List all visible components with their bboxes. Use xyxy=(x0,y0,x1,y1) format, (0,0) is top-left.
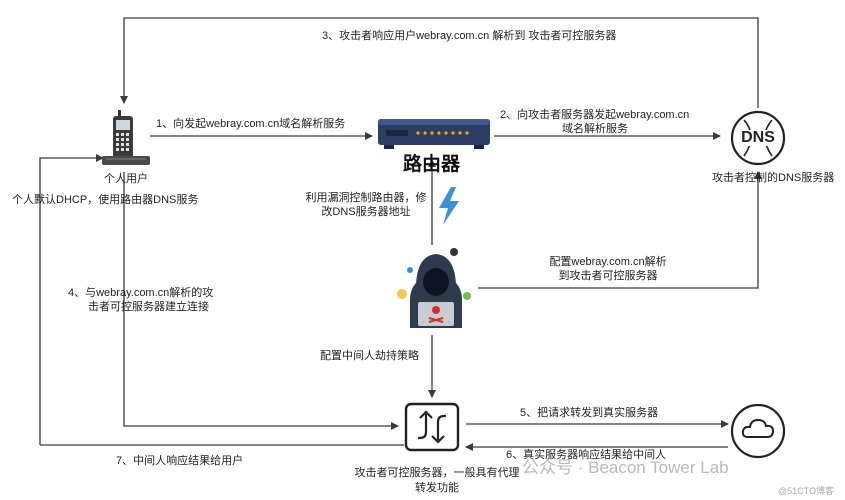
config-dns-note-line1: 配置webray.com.cn解析 xyxy=(549,256,667,268)
proxy-label-line1: 攻击者可控服务器，一般具有代理 xyxy=(354,467,520,479)
step4-label-line2: 击者可控服务器建立连接 xyxy=(88,301,209,313)
hacker-icon xyxy=(396,244,476,330)
dns-icon-text: DNS xyxy=(741,129,775,146)
arrow-step4 xyxy=(123,172,399,430)
watermark-main: 公众号 · Beacon Tower Lab xyxy=(522,458,729,477)
step7-label: 7、中间人响应结果给用户 xyxy=(116,455,244,467)
phone-icon xyxy=(102,110,150,166)
watermark-corner: @51CTO博客 xyxy=(778,486,834,496)
router-label: 路由器 xyxy=(403,154,461,175)
dns-globe-icon: DNS xyxy=(730,110,786,166)
arrow-config-dns xyxy=(478,171,762,289)
arrow-dhcp xyxy=(39,154,104,445)
exploit-note-line1: 利用漏洞控制路由器，修 xyxy=(305,192,427,204)
step6-label: 6、真实服务器响应结果给中间人 xyxy=(506,449,667,461)
cloud-server-icon xyxy=(730,403,786,459)
step2-label-line1: 2、向攻击者服务器发起webray.com.cn xyxy=(500,109,690,121)
dhcp-note: 个人默认DHCP，使用路由器DNS服务 xyxy=(12,194,199,206)
step3-label: 3、攻击者响应用户webray.com.cn 解析到 攻击者可控服务器 xyxy=(322,30,617,42)
mitm-policy-note: 配置中间人劫持策略 xyxy=(320,350,419,362)
router-icon xyxy=(378,115,490,151)
exploit-note-line2: 改DNS服务器地址 xyxy=(321,206,411,218)
proxy-label-line2: 转发功能 xyxy=(415,482,459,494)
lightning-icon xyxy=(436,187,462,225)
step1-label: 1、向发起webray.com.cn域名解析服务 xyxy=(156,118,346,130)
proxy-server-icon xyxy=(404,402,460,452)
step4-label-line1: 4、与webray.com.cn解析的攻 xyxy=(68,287,214,299)
step2-label-line2: 域名解析服务 xyxy=(562,123,628,135)
user-label: 个人用户 xyxy=(104,173,148,185)
step5-label: 5、把请求转发到真实服务器 xyxy=(520,407,659,419)
arrow-step3 xyxy=(120,17,759,108)
config-dns-note-line2: 到攻击者可控服务器 xyxy=(558,270,658,282)
dns-server-label: 攻击者控制的DNS服务器 xyxy=(712,172,835,184)
